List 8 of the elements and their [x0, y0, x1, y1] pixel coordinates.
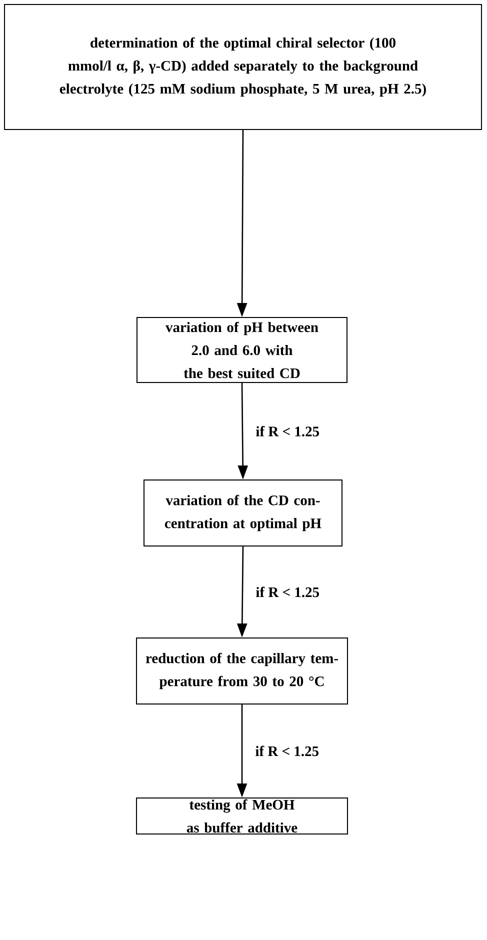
process-box: variation of pH between 2.0 and 6.0 with the best suited CD [136, 317, 348, 383]
edge-label: if R < 1.25 [254, 586, 321, 598]
edge-label: if R < 1.25 [254, 744, 320, 758]
process-box: testing of MeOH as buffer additive [136, 798, 348, 834]
process-box: variation of the CD con- centration at optimal pH [144, 480, 342, 546]
edge-label: if R < 1.25 [254, 425, 321, 438]
process-box: reduction of the capillary tem- perature from 30 to 20 °C [136, 638, 348, 704]
process-box: determination of the optimal chiral selector (100 mmol/l α, β, γ-CD) added separately to the background electrolyte (125 mM sodium phosphate, 5 M urea, pH 2.5) [4, 4, 482, 130]
